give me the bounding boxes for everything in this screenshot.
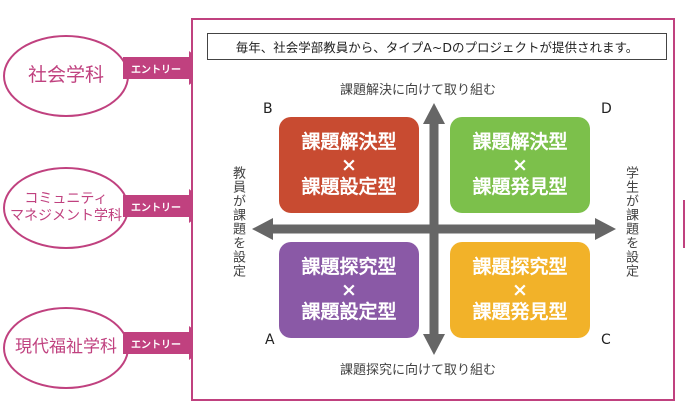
edge-divider <box>683 200 685 248</box>
axis-left-label: 教員が課題を設定 <box>230 166 245 278</box>
quadrant-line2: 課題設定型 <box>301 176 397 199</box>
axis-right-arrow-icon <box>595 218 616 240</box>
axis-up-arrow-icon <box>423 103 445 124</box>
quadrant-line1: 課題探究型 <box>472 255 568 278</box>
quadrant-c-box[interactable]: 課題探究型 × 課題発見型 <box>450 242 590 338</box>
dept-label: コミュニティ マネジメント学科 <box>10 190 122 225</box>
quadrant-line1: 課題探究型 <box>301 255 397 278</box>
dept-label: 社会学科 <box>27 64 104 87</box>
dept-label: 現代福祉学科 <box>15 337 117 358</box>
quadrant-line1: 課題解決型 <box>472 130 568 153</box>
entry-label: エントリー <box>123 195 189 217</box>
entry-label: エントリー <box>123 57 189 79</box>
corner-b: B <box>263 101 273 117</box>
quadrant-b-box[interactable]: 課題解決型 × 課題設定型 <box>279 117 419 213</box>
quadrant-line1: 課題解決型 <box>301 130 397 153</box>
quadrant-line2: 課題設定型 <box>301 301 397 324</box>
quadrant-a-box[interactable]: 課題探究型 × 課題設定型 <box>279 242 419 338</box>
corner-d: D <box>601 101 612 117</box>
axis-right-label: 学生が課題を設定 <box>623 166 638 278</box>
quadrant-line2: 課題発見型 <box>472 301 568 324</box>
entry-label: エントリー <box>123 332 189 354</box>
axis-bottom-label: 課題探究に向けて取り組む <box>340 363 497 378</box>
dept-fukushi-oval[interactable]: 現代福祉学科 <box>3 307 129 389</box>
dept-community-oval[interactable]: コミュニティ マネジメント学科 <box>3 167 129 249</box>
dept-shakai-oval[interactable]: 社会学科 <box>3 35 129 117</box>
quadrant-cross: × <box>341 153 357 176</box>
banner-text: 毎年、社会学部教員から、タイプA~Dのプロジェクトが提供されます。 <box>207 33 667 60</box>
axis-left-arrow-icon <box>252 218 273 240</box>
axis-top-label: 課題解決に向けて取り組む <box>340 83 497 98</box>
corner-a: A <box>265 332 275 348</box>
quadrant-cross: × <box>512 278 528 301</box>
quadrant-cross: × <box>341 278 357 301</box>
quadrant-line2: 課題発見型 <box>472 176 568 199</box>
corner-c: C <box>601 332 611 348</box>
axis-down-arrow-icon <box>423 334 445 355</box>
quadrant-cross: × <box>512 153 528 176</box>
quadrant-d-box[interactable]: 課題解決型 × 課題発見型 <box>450 117 590 213</box>
